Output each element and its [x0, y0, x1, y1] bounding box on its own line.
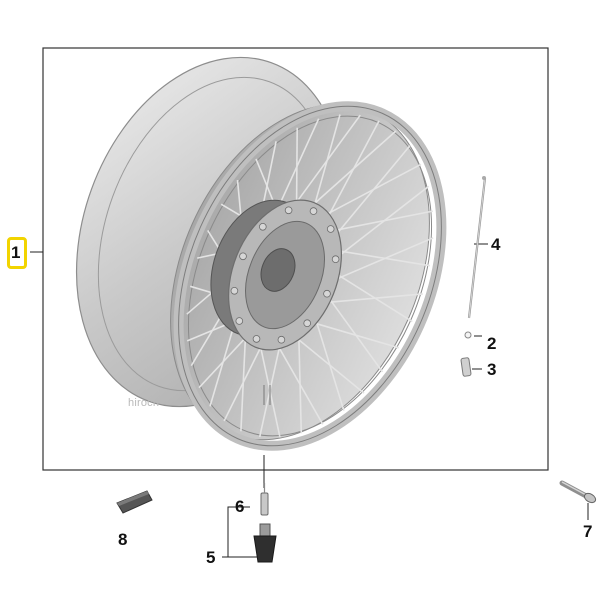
hub-bolt [258, 223, 267, 231]
watermark-text: hiroch [128, 397, 160, 409]
callout-5[interactable]: 5 [206, 548, 216, 567]
hub-bolt [331, 255, 340, 264]
hub-bolt [252, 335, 261, 343]
spoke [331, 270, 413, 323]
spoke [289, 332, 365, 394]
spoke [295, 127, 298, 213]
frame-box [42, 47, 549, 471]
spoke [330, 145, 411, 241]
spoke [297, 327, 303, 434]
hub-bolt [303, 319, 312, 328]
part-valve-stem [253, 523, 277, 563]
part-spoke [467, 176, 487, 319]
spoke [272, 337, 324, 425]
spoke [318, 163, 422, 220]
spoke [323, 120, 380, 225]
callout-2[interactable]: 2 [487, 334, 497, 353]
hub-bolt [323, 289, 331, 298]
part-valve-insert [260, 483, 269, 516]
spoke [319, 293, 423, 304]
callout-4[interactable]: 4 [491, 235, 501, 254]
hub-bolt [284, 206, 293, 215]
spoke [328, 237, 434, 283]
callout-highlight [7, 237, 27, 269]
spoke [311, 114, 341, 215]
rotation-arrow [263, 385, 271, 405]
spoke [328, 210, 433, 233]
spoke [312, 312, 345, 411]
hub-bolt [309, 207, 318, 215]
spoke [303, 130, 397, 214]
callout-3[interactable]: 3 [487, 360, 497, 379]
spoke [332, 249, 430, 267]
part-nipple [460, 357, 472, 377]
leader-lines [30, 243, 589, 558]
spoke [287, 114, 361, 215]
spoke [306, 319, 400, 349]
callout-1[interactable]: 1 [11, 243, 21, 262]
callout-6[interactable]: 6 [235, 497, 245, 516]
spokes [186, 114, 434, 438]
callout-7[interactable]: 7 [583, 522, 593, 541]
hub-bolt [277, 335, 286, 344]
part-balance-weight [116, 490, 153, 514]
spoke [257, 335, 281, 438]
spoke [258, 336, 283, 438]
hub-center [260, 248, 296, 292]
hub-bolt [230, 286, 239, 295]
hub-bolt [326, 225, 335, 233]
spoke [198, 330, 253, 389]
part-bolt [559, 480, 597, 504]
hub-bolt [239, 252, 247, 261]
callout-8[interactable]: 8 [118, 530, 128, 549]
hub-bolts [230, 206, 340, 344]
spoke [324, 292, 384, 373]
wheel-assembly [75, 56, 447, 451]
part-washer [464, 331, 472, 339]
spoke [332, 185, 430, 262]
spoke [240, 325, 247, 432]
hub-bolt [235, 317, 244, 325]
spoke [223, 337, 267, 422]
